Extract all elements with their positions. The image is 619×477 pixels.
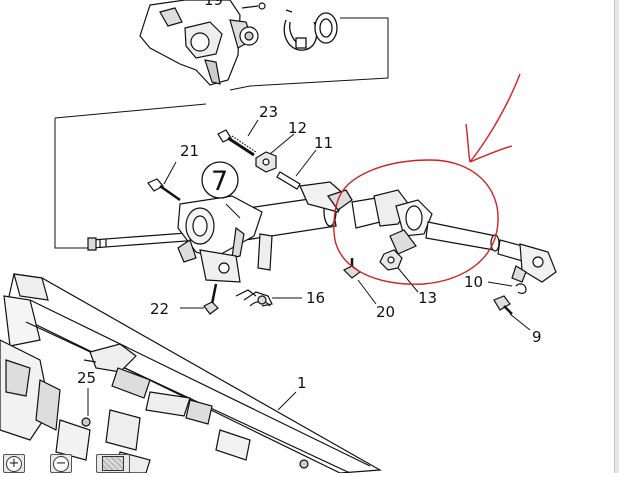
frame-icon — [102, 456, 124, 471]
magnifier-minus-icon: − — [53, 455, 69, 472]
bolt-9 — [493, 295, 513, 315]
arrow-shaft — [469, 73, 521, 163]
snap-ring-and-seal — [283, 9, 338, 51]
clip-10 — [515, 283, 527, 294]
red-annotation — [333, 73, 521, 285]
callout-7 — [201, 161, 239, 199]
label-7: 7 — [211, 166, 228, 197]
vertical-scrollbar[interactable] — [614, 0, 619, 473]
label-21: 21 — [180, 142, 199, 160]
label-25: 25 — [77, 369, 96, 387]
label-22: 22 — [150, 300, 169, 318]
label-23: 23 — [259, 103, 278, 121]
label-20: 20 — [376, 303, 395, 321]
label-19: 19 — [204, 0, 223, 9]
label-10: 10 — [464, 273, 483, 291]
arrow-head-left — [465, 123, 471, 163]
top-housing — [139, 0, 266, 86]
arrow-head-right — [469, 145, 513, 163]
cross-member-frame — [0, 273, 383, 474]
zoom-out-button[interactable]: − — [50, 454, 72, 473]
label-12: 12 — [288, 119, 307, 137]
column-bracket — [177, 195, 273, 283]
bolt-21 — [147, 178, 181, 202]
upper-frame — [54, 17, 389, 249]
label-16: 16 — [306, 289, 325, 307]
label-11: 11 — [314, 134, 333, 152]
zoom-in-button[interactable]: + — [3, 454, 25, 473]
highlight-ellipse — [333, 159, 499, 285]
bolt-22 — [203, 283, 219, 315]
leader-lines — [87, 119, 531, 416]
nut-12 — [255, 151, 277, 173]
bolt-23 — [217, 129, 257, 157]
pin-11 — [276, 171, 301, 190]
label-9: 9 — [532, 328, 542, 346]
magnifier-plus-icon: + — [6, 455, 22, 472]
intermediate-shaft — [497, 239, 557, 283]
fit-view-button[interactable] — [96, 454, 130, 473]
universal-joint — [351, 189, 500, 255]
label-1: 1 — [297, 374, 307, 392]
spring-clips-16 — [235, 289, 273, 307]
label-13: 13 — [418, 289, 437, 307]
